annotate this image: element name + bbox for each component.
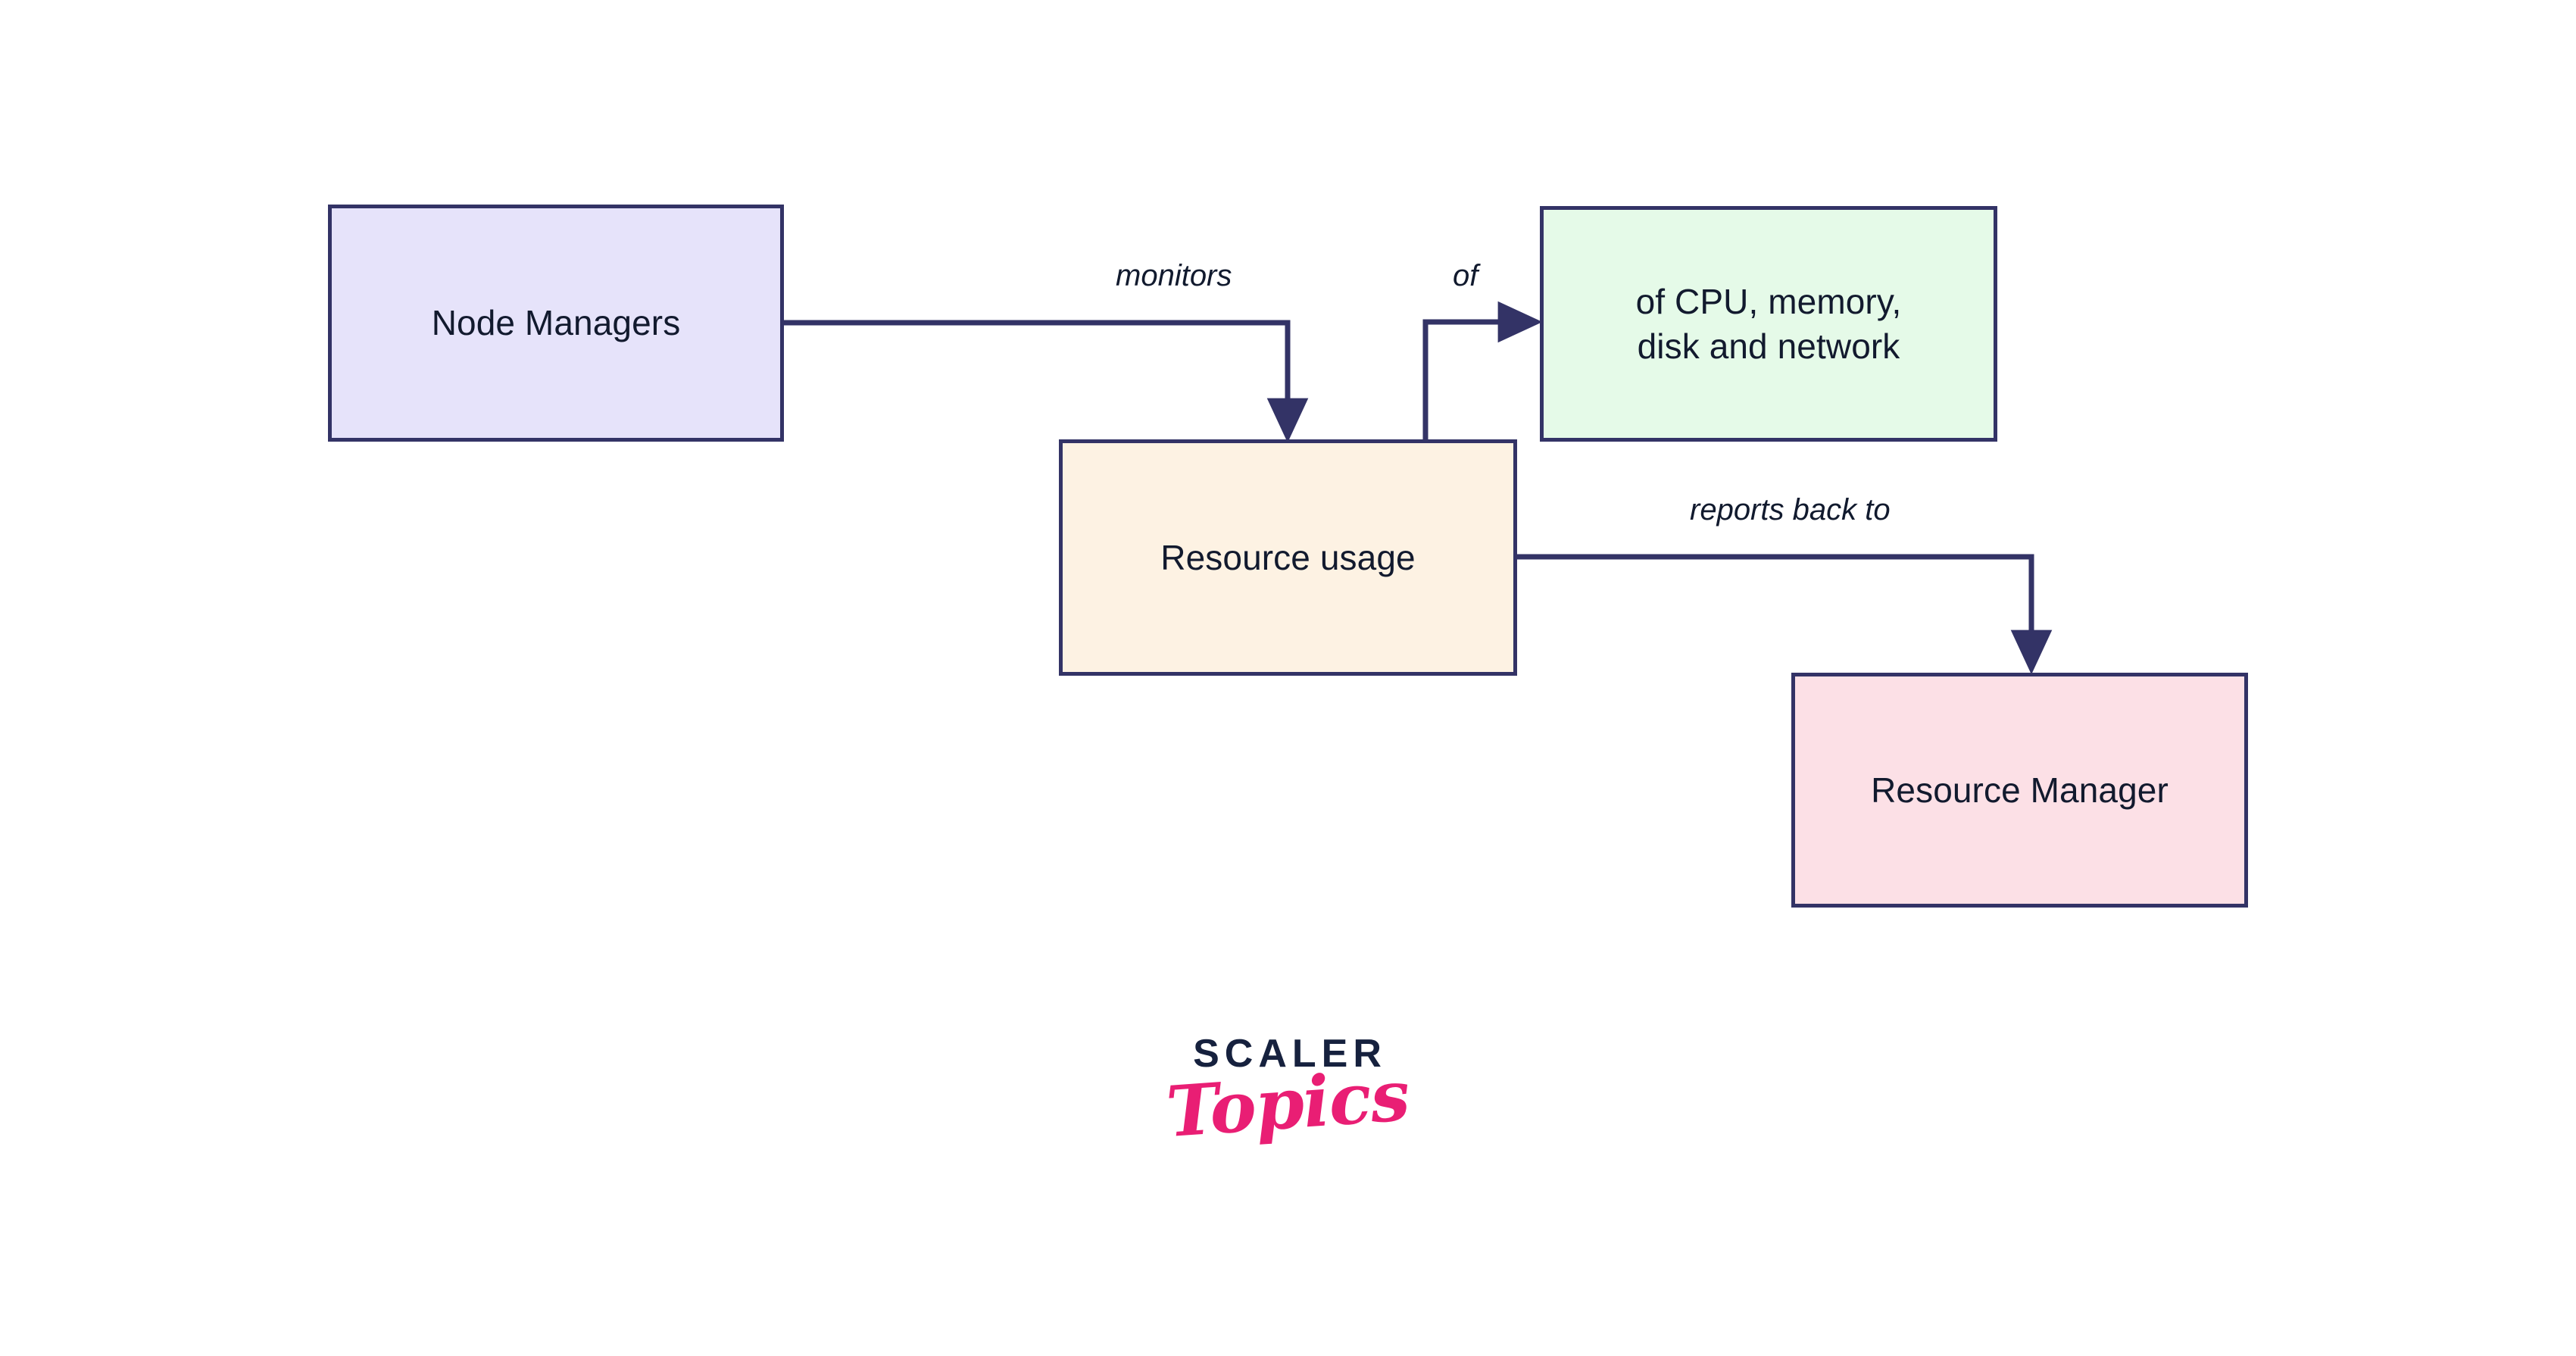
node-node-managers-label: Node Managers — [431, 303, 681, 343]
node-resource-detail-label: of CPU, memory, disk and network — [1635, 281, 1902, 366]
edge-reports-back-path — [1517, 554, 2053, 675]
scaler-wordmark: SCALER — [1193, 1032, 1387, 1076]
node-resource-usage-label: Resource usage — [1160, 537, 1416, 577]
node-resource-detail[interactable]: of CPU, memory, disk and network — [1540, 206, 1997, 442]
node-resource-manager-label: Resource Manager — [1871, 770, 2169, 810]
topics-script-wrapper: Topics — [1164, 1054, 1412, 1153]
edge-of-path — [1422, 301, 1543, 439]
node-node-managers[interactable]: Node Managers — [328, 205, 784, 442]
edge-label-reports-back: reports back to — [1690, 493, 1891, 526]
scaler-topics-logo: SCALER Topics — [1164, 1032, 1412, 1216]
node-resource-manager[interactable]: Resource Manager — [1791, 673, 2248, 908]
topics-script: Topics — [1163, 1054, 1412, 1154]
node-resource-usage[interactable]: Resource usage — [1059, 439, 1517, 676]
edge-monitors-path — [784, 320, 1309, 443]
edge-label-monitors: monitors — [1116, 259, 1232, 292]
edge-label-of: of — [1453, 259, 1478, 292]
